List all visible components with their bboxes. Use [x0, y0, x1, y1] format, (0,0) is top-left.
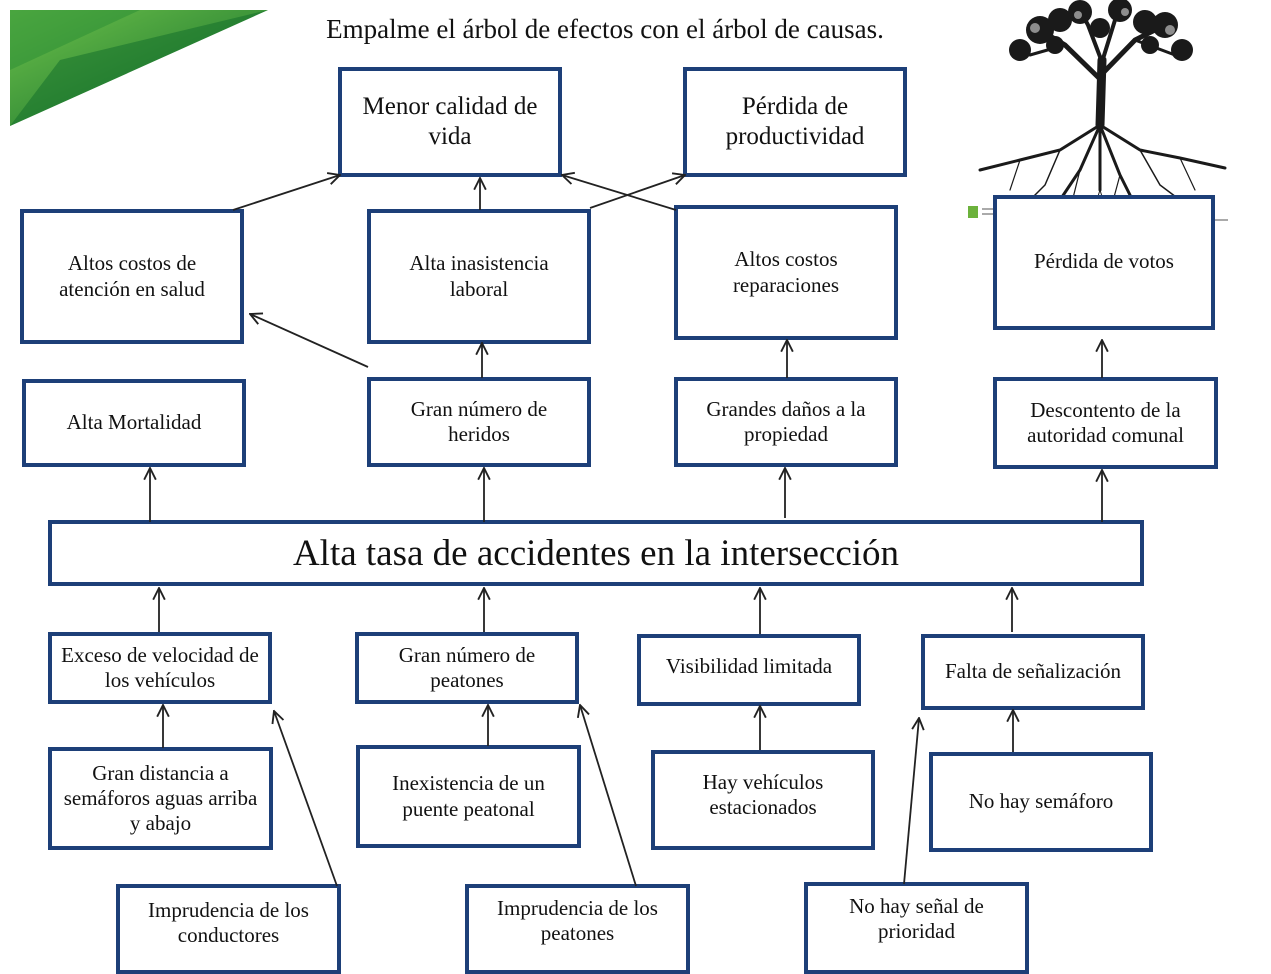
- green-corner-banner: [10, 10, 268, 126]
- cause-box-visibilidad-limitada: Visibilidad limitada: [637, 634, 861, 706]
- arrow-imprudencia-peatones-to-peatones: [580, 705, 637, 887]
- cause-box-gran-distancia-semaforos: Gran distancia a semáforos aguas arriba …: [48, 747, 273, 850]
- page-title: Empalme el árbol de efectos con el árbol…: [326, 14, 884, 44]
- cause-box-falta-senalizacion: Falta de señalización: [921, 634, 1145, 710]
- effect-box-descontento-autoridad: Descontento de la autoridad comunal: [993, 377, 1218, 469]
- effect-box-gran-numero-heridos: Gran número de heridos: [367, 377, 591, 467]
- cause-box-imprudencia-peatones: Imprudencia de los peatones: [465, 884, 690, 974]
- effect-box-perdida-productividad: Pérdida de productividad: [683, 67, 907, 177]
- arrow-reparaciones-to-calidad: [562, 175, 677, 211]
- cause-box-imprudencia-conductores: Imprudencia de los conductores: [116, 884, 341, 974]
- cause-box-exceso-velocidad: Exceso de velocidad de los vehículos: [48, 632, 272, 704]
- cause-box-inexistencia-puente: Inexistencia de un puente peatonal: [356, 745, 581, 848]
- cause-box-vehiculos-estacionados: Hay vehículos estacionados: [651, 750, 875, 850]
- arrow-conductores-to-velocidad: [274, 711, 338, 887]
- effect-box-grandes-danos: Grandes daños a la propiedad: [674, 377, 898, 467]
- cause-box-gran-numero-peatones: Gran número de peatones: [355, 632, 579, 704]
- arrow-prioridad-to-senalizacion: [903, 718, 919, 885]
- central-problem-box: Alta tasa de accidentes en la intersecci…: [48, 520, 1144, 586]
- effect-box-alta-mortalidad: Alta Mortalidad: [22, 379, 246, 467]
- effect-box-menor-calidad: Menor calidad de vida: [338, 67, 562, 177]
- effect-box-perdida-votos: Pérdida de votos: [993, 195, 1215, 330]
- arrow-heridos-to-costos-salud: [250, 314, 369, 368]
- tree-with-roots-icon: [968, 0, 1228, 222]
- cause-box-no-hay-senal-prioridad: No hay señal de prioridad: [804, 882, 1029, 974]
- cause-box-no-hay-semaforo: No hay semáforo: [929, 752, 1153, 852]
- effect-box-costos-salud: Altos costos de atención en salud: [20, 209, 244, 344]
- arrow-costos-salud-to-calidad: [232, 175, 340, 211]
- effect-box-inasistencia-laboral: Alta inasistencia laboral: [367, 209, 591, 344]
- arrow-inasistencia-to-productividad: [589, 175, 685, 209]
- effect-box-costos-reparaciones: Altos costos reparaciones: [674, 205, 898, 340]
